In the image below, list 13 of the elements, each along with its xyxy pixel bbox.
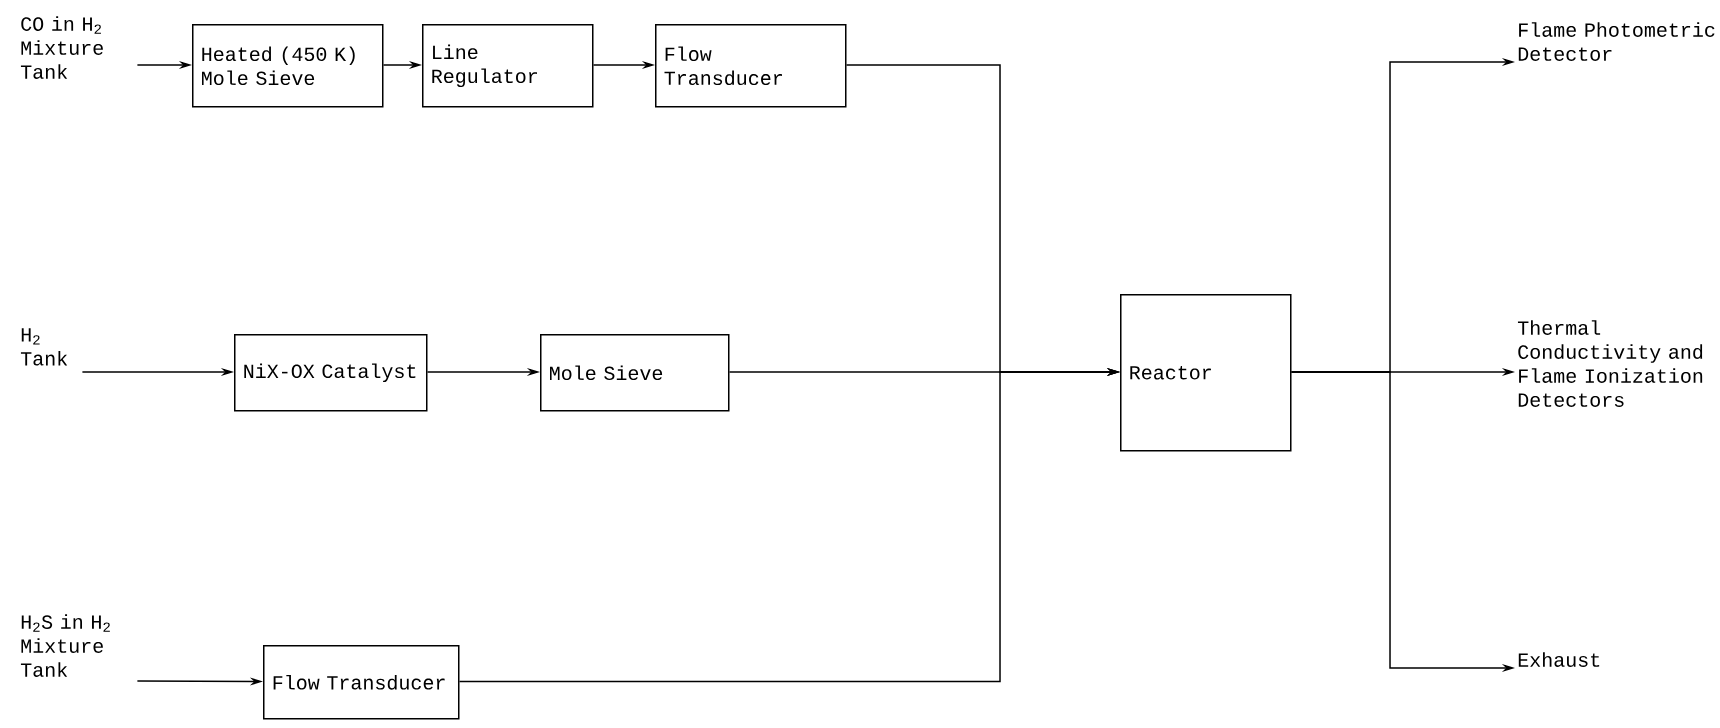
node-label: H$_{2}$S in H$_{2}$ Mixture Tank [20, 614, 110, 677]
node-label: Exhaust [1518, 652, 1600, 667]
process-box: Line Regulator [422, 24, 594, 108]
node-label: Thermal Conductivity and Flame Ionization Detectors [1517, 320, 1703, 407]
node-label: H$_{2}$ Tank [20, 328, 68, 366]
process-box: Heated (450 K) Mole Sieve [192, 24, 384, 108]
process-box: NiX-OX Catalyst [234, 334, 428, 412]
process-box: Flow Transducer [655, 24, 847, 108]
process-box: Reactor [1120, 294, 1292, 452]
process-box: Flow Transducer [263, 645, 460, 720]
node-label: CO in H$_{2}$ Mixture Tank [20, 16, 103, 79]
process-box: Mole Sieve [540, 334, 730, 412]
node-label: Flame Photometric Detector [1518, 22, 1715, 61]
